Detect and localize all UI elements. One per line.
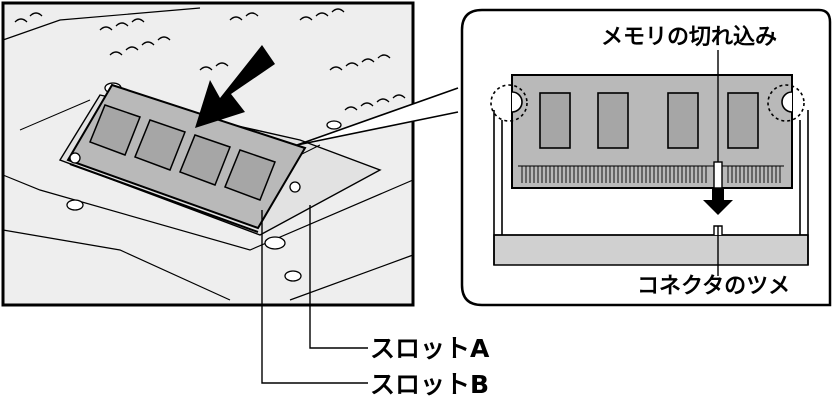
arrow-down-left-icon: [195, 45, 275, 128]
notch-highlight-left: [490, 84, 528, 122]
detail-panel: [460, 8, 832, 307]
slot-a-label: スロットA: [370, 334, 490, 363]
laptop-bottom-panel: [1, 1, 415, 307]
slot-a-leader: [309, 205, 368, 349]
callout-wedge: [296, 87, 459, 146]
arrow-down-icon: [703, 188, 733, 215]
notch-highlight-right: [767, 84, 805, 122]
memory-module-left: [66, 83, 307, 233]
memory-module-detail: [511, 74, 793, 189]
vent-holes: [14, 8, 406, 111]
memory-notch-label: メモリの切れ込み: [601, 25, 778, 50]
slot-b-label: スロットB: [370, 370, 490, 399]
connector-tab-label: コネクタのツメ: [637, 274, 791, 299]
slot-b-leader: [261, 210, 368, 384]
memory-key-notch: [713, 161, 723, 189]
